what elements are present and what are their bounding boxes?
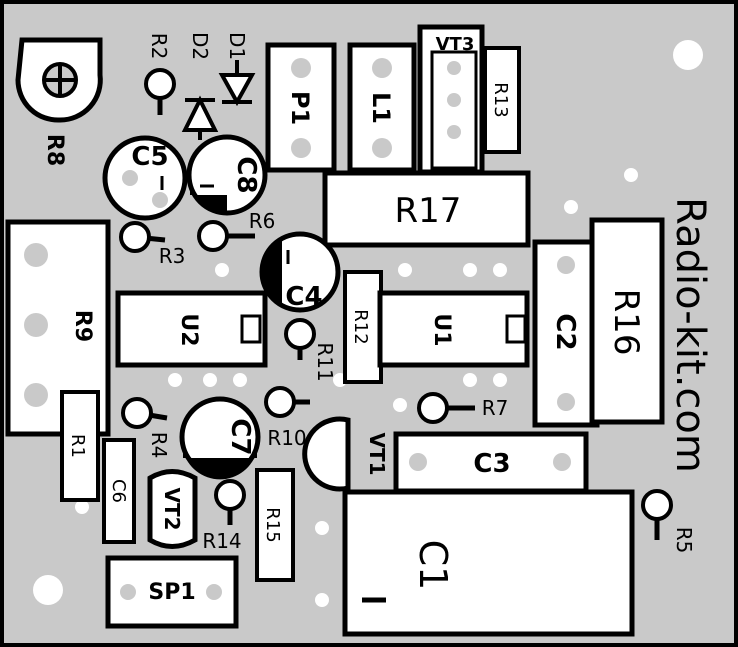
- diode-d1: [218, 60, 256, 107]
- label-c3: C3: [473, 449, 510, 479]
- label-r5: R5: [672, 527, 696, 554]
- label-c4: C4: [285, 282, 322, 312]
- resistor-r12: [343, 270, 383, 384]
- label-p1: P1: [286, 91, 314, 125]
- label-r9: R9: [70, 310, 95, 342]
- speaker-sp1: [105, 555, 239, 629]
- label-vt1: VT1: [365, 432, 389, 475]
- chip-u2: [115, 290, 268, 368]
- label-r10: R10: [267, 426, 306, 450]
- resistor-r16: [589, 217, 665, 425]
- trimmer-r8: [15, 37, 103, 123]
- label-r12: R12: [350, 309, 371, 344]
- label-l1: L1: [367, 92, 395, 124]
- inductor-l1: [347, 42, 417, 173]
- label-r3: R3: [159, 244, 186, 268]
- label-u2: U2: [176, 313, 201, 346]
- capacitor-c4: [259, 231, 341, 313]
- capacitor-c5: [102, 135, 188, 221]
- label-vt3: VT3: [436, 34, 475, 55]
- label-r6: R6: [249, 209, 276, 233]
- jumper-p1: [265, 42, 337, 173]
- resistor-r13: [483, 46, 521, 154]
- transistor-vt2: [147, 469, 198, 549]
- resistor-r15: [255, 468, 295, 582]
- label-r11: R11: [313, 342, 337, 381]
- resistor-r5: [641, 489, 673, 540]
- label-d1: D1: [225, 32, 249, 60]
- label-r15: R15: [262, 507, 283, 542]
- label-r2: R2: [147, 33, 171, 60]
- resistor-r11: [284, 318, 316, 360]
- resistor-r4: [121, 397, 168, 429]
- capacitor-c8: [186, 134, 268, 216]
- resistor-r17: [322, 170, 531, 248]
- resistor-r3: [119, 221, 166, 253]
- label-c1: C1: [411, 540, 455, 591]
- label-d2: D2: [188, 32, 212, 60]
- mounting-hole-top-right: [673, 40, 703, 70]
- capacitor-c1: [342, 489, 635, 637]
- resistor-r1: [60, 390, 100, 502]
- label-vt2: VT2: [160, 487, 184, 530]
- label-r16: R16: [606, 289, 646, 356]
- label-c2: C2: [550, 313, 580, 350]
- label-c5: C5: [131, 142, 168, 172]
- resistor-r6: [197, 220, 255, 252]
- label-r14: R14: [202, 529, 241, 553]
- label-c8: C8: [231, 156, 261, 193]
- label-r1: R1: [67, 434, 88, 458]
- label-r13: R13: [490, 82, 511, 117]
- site-label: Radio-kit.com: [667, 197, 713, 473]
- diode-d2: [181, 95, 219, 140]
- label-r17: R17: [395, 191, 462, 231]
- mounting-hole-bottom-left: [33, 575, 63, 605]
- label-c6: C6: [108, 479, 129, 503]
- chip-u1: [377, 290, 530, 368]
- resistor-r2: [144, 68, 176, 115]
- label-c7: C7: [225, 418, 255, 455]
- label-u1: U1: [429, 313, 454, 346]
- label-r7: R7: [482, 396, 509, 420]
- label-sp1: SP1: [148, 580, 195, 605]
- label-r8: R8: [42, 134, 67, 166]
- resistor-r10: [264, 386, 310, 418]
- capacitor-c7: [179, 396, 261, 480]
- resistor-r14: [214, 479, 246, 525]
- resistor-r7: [417, 392, 475, 424]
- capacitor-c6: [102, 438, 136, 544]
- label-r4: R4: [147, 432, 171, 459]
- transistor-vt1: [302, 416, 351, 492]
